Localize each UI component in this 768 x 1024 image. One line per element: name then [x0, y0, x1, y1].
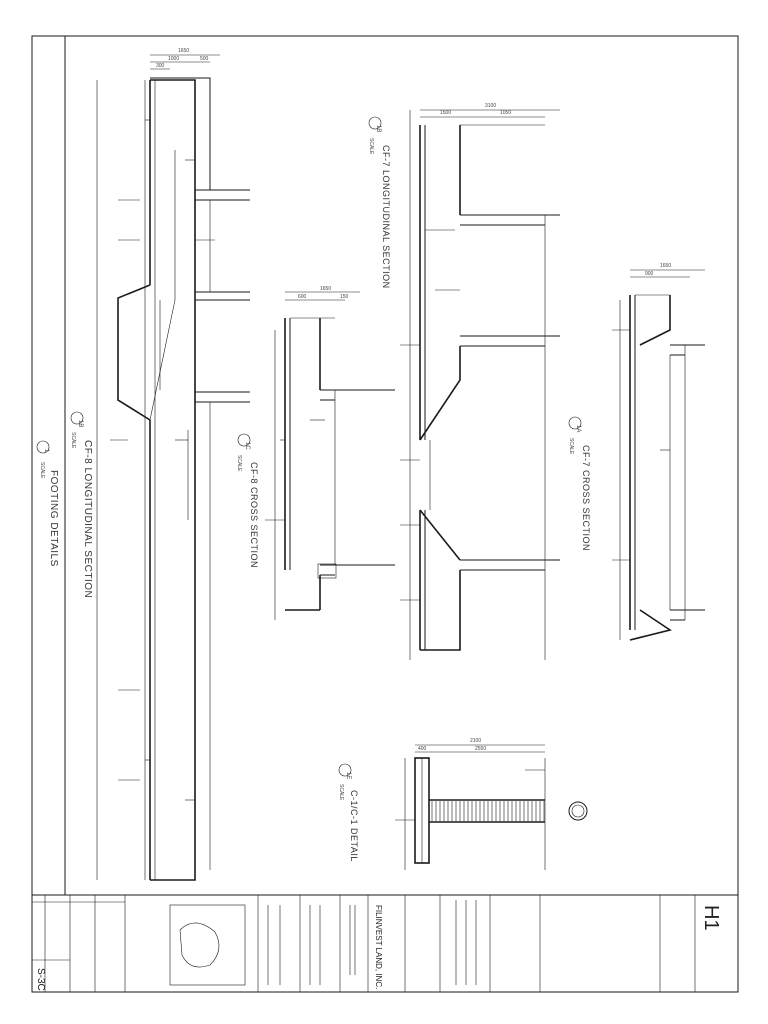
- dim-1000: 1000: [168, 56, 179, 62]
- detail-mark-bubble: [237, 433, 251, 447]
- dim-600: 600: [298, 294, 307, 300]
- cf7-cross-title-group: 1A CF-7 CROSS SECTION SCALE: [568, 416, 591, 551]
- detail-scale: SCALE: [568, 438, 574, 455]
- detail-title: CF-7 CROSS SECTION: [581, 445, 591, 551]
- company-name: FILINVEST LAND, INC.: [374, 905, 383, 989]
- detail-title: FOOTING DETAILS: [48, 470, 59, 567]
- cf7-longitudinal-drawing: [400, 109, 560, 660]
- dim-150: 150: [340, 294, 349, 300]
- dim-1650-cf7: 1650: [660, 263, 671, 269]
- detail-mark: 1: [43, 449, 49, 453]
- c1-detail-title-group: 1E C-1/C-1 DETAIL SCALE: [338, 763, 359, 862]
- cf8-longitudinal-title-group: 1B CF-8 LONGITUDINAL SECTION SCALE: [70, 411, 93, 598]
- dim-3100: 3100: [485, 103, 496, 109]
- title-block: [32, 895, 696, 992]
- detail-mark-bubble: [70, 411, 84, 425]
- dim-1650-cross: 1650: [320, 286, 331, 292]
- detail-mark-bubble: [568, 416, 582, 430]
- detail-scale: SCALE: [368, 138, 374, 155]
- dim-2550: 2550: [475, 746, 486, 752]
- sheet-number: S-3C: [35, 968, 46, 991]
- cf8-cross-drawing: [265, 291, 395, 620]
- detail-scale: SCALE: [236, 455, 242, 472]
- logo-mark: H1: [700, 905, 722, 931]
- detail-title: CF-8 CROSS SECTION: [249, 462, 259, 568]
- detail-scale: SCALE: [70, 432, 76, 449]
- cf8-cross-title-group: 1C CF-8 CROSS SECTION SCALE: [236, 433, 259, 568]
- cf8-longitudinal-drawing: [96, 54, 250, 881]
- dim-400: 400: [418, 746, 427, 752]
- sheet-border: [31, 35, 739, 993]
- detail-scale: SCALE: [39, 462, 45, 479]
- dim-900: 900: [645, 271, 654, 277]
- detail-mark-bubble: [36, 440, 50, 454]
- detail-mark: 1E: [345, 772, 351, 779]
- dim-1500: 1500: [440, 110, 451, 116]
- c1-detail-hatch: [431, 801, 545, 821]
- dim-300: 300: [156, 63, 165, 69]
- dim-500: 500: [200, 56, 209, 62]
- detail-scale: SCALE: [338, 784, 344, 801]
- dim-2100: 2100: [470, 738, 481, 744]
- detail-mark: 1A: [575, 425, 581, 432]
- detail-mark: 1B: [77, 420, 83, 427]
- dim-1050: 1050: [500, 110, 511, 116]
- detail-title: CF-7 LONGITUDINAL SECTION: [381, 145, 391, 289]
- detail-mark: 1C: [244, 442, 250, 450]
- detail-mark-bubble: [338, 763, 352, 777]
- detail-mark: 1B: [375, 125, 381, 132]
- dim-1650: 1650: [178, 48, 189, 54]
- c1-detail-drawing: [395, 744, 588, 870]
- cf7-cross-drawing: [612, 269, 705, 641]
- detail-title: CF-8 LONGITUDINAL SECTION: [82, 440, 93, 598]
- detail-title: C-1/C-1 DETAIL: [349, 790, 359, 862]
- cf7-longitudinal-title-group: 1B CF-7 LONGITUDINAL SECTION SCALE: [368, 116, 391, 289]
- detail-mark-bubble: [368, 116, 382, 130]
- footing-details-title-group: 1 FOOTING DETAILS SCALE: [36, 440, 59, 567]
